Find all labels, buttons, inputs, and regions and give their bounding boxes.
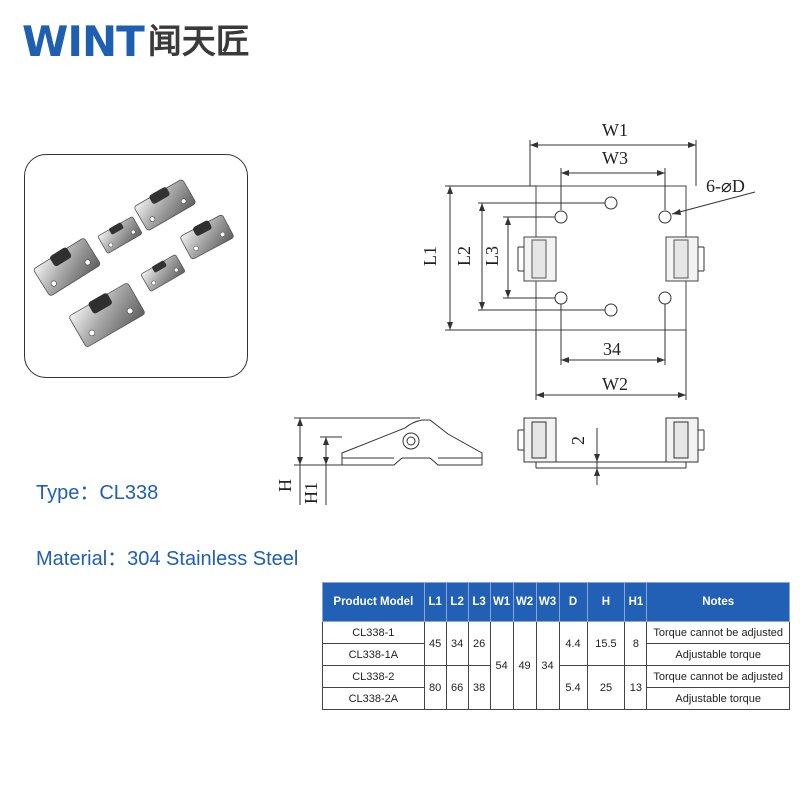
label-dim-34: 34 (603, 339, 621, 359)
hinge-product-photo-icon (33, 179, 234, 347)
cell-l3: 38 (467, 665, 491, 710)
cell-model: CL338-2 (322, 665, 425, 688)
brand-logo: WINT 闻天匠 (22, 14, 250, 70)
brand-logo-latin: WINT (22, 17, 145, 66)
cell-note: Torque cannot be adjusted (646, 621, 790, 644)
header-l2: L2 (445, 582, 469, 622)
label-h: H (275, 479, 295, 492)
product-material: Material：304 Stainless Steel (36, 548, 299, 570)
label-holes: 6-⌀D (706, 176, 745, 196)
label-w1: W1 (602, 120, 628, 140)
header-d: D (558, 582, 588, 622)
cell-l2: 66 (445, 665, 469, 710)
cell-w1: 54 (489, 621, 514, 710)
header-w2: W2 (512, 582, 537, 622)
label-w2: W2 (602, 374, 628, 394)
label-l3: L3 (482, 246, 502, 266)
cell-w3: 34 (535, 621, 560, 710)
label-l2: L2 (454, 246, 474, 266)
cell-h: 25 (586, 665, 626, 710)
header-product-model: Product Model (322, 582, 425, 622)
table-row: CL338-2 80 66 38 5.4 25 13 Torque cannot… (322, 665, 790, 710)
cell-h1: 13 (624, 665, 648, 710)
cell-note: Adjustable torque (646, 643, 790, 666)
header-h1: H1 (624, 582, 648, 622)
header-l3: L3 (467, 582, 491, 622)
cell-model: CL338-1A (322, 643, 425, 666)
cell-l1: 45 (423, 621, 447, 666)
cell-model: CL338-1 (322, 621, 425, 644)
product-type: Type：CL338 (36, 482, 159, 504)
spec-table: Product Model L1 L2 L3 W1 W2 W3 D H H1 N… (322, 582, 790, 710)
cell-h: 15.5 (586, 621, 626, 666)
cell-w2: 49 (512, 621, 537, 710)
cell-note: Torque cannot be adjusted (646, 665, 790, 688)
cell-note: Adjustable torque (646, 687, 790, 710)
label-dim-2: 2 (568, 436, 588, 445)
technical-drawing: W1 W3 6-⌀D L1 L2 L3 34 W2 H H1 (275, 120, 756, 505)
cell-l2: 34 (445, 621, 469, 666)
table-header-row: Product Model L1 L2 L3 W1 W2 W3 D H H1 N… (322, 582, 790, 622)
cell-model: CL338-2A (322, 687, 425, 710)
label-w3: W3 (602, 148, 628, 168)
header-h: H (586, 582, 626, 622)
header-l1: L1 (423, 582, 447, 622)
table-row: CL338-2A Adjustable torque (322, 687, 790, 710)
label-h1: H1 (301, 482, 321, 504)
header-w3: W3 (535, 582, 560, 622)
cell-d: 4.4 (558, 621, 588, 666)
cell-l3: 26 (467, 621, 491, 666)
product-photo-panel (24, 154, 248, 378)
table-row: CL338-1 45 34 26 54 49 34 4.4 15.5 8 Tor… (322, 621, 790, 710)
cell-d: 5.4 (558, 665, 588, 710)
header-notes: Notes (646, 582, 790, 622)
brand-logo-chinese: 闻天匠 (147, 22, 250, 62)
label-l1: L1 (420, 246, 440, 266)
cell-l1: 80 (423, 665, 447, 710)
cell-h1: 8 (624, 621, 648, 666)
header-w1: W1 (489, 582, 514, 622)
